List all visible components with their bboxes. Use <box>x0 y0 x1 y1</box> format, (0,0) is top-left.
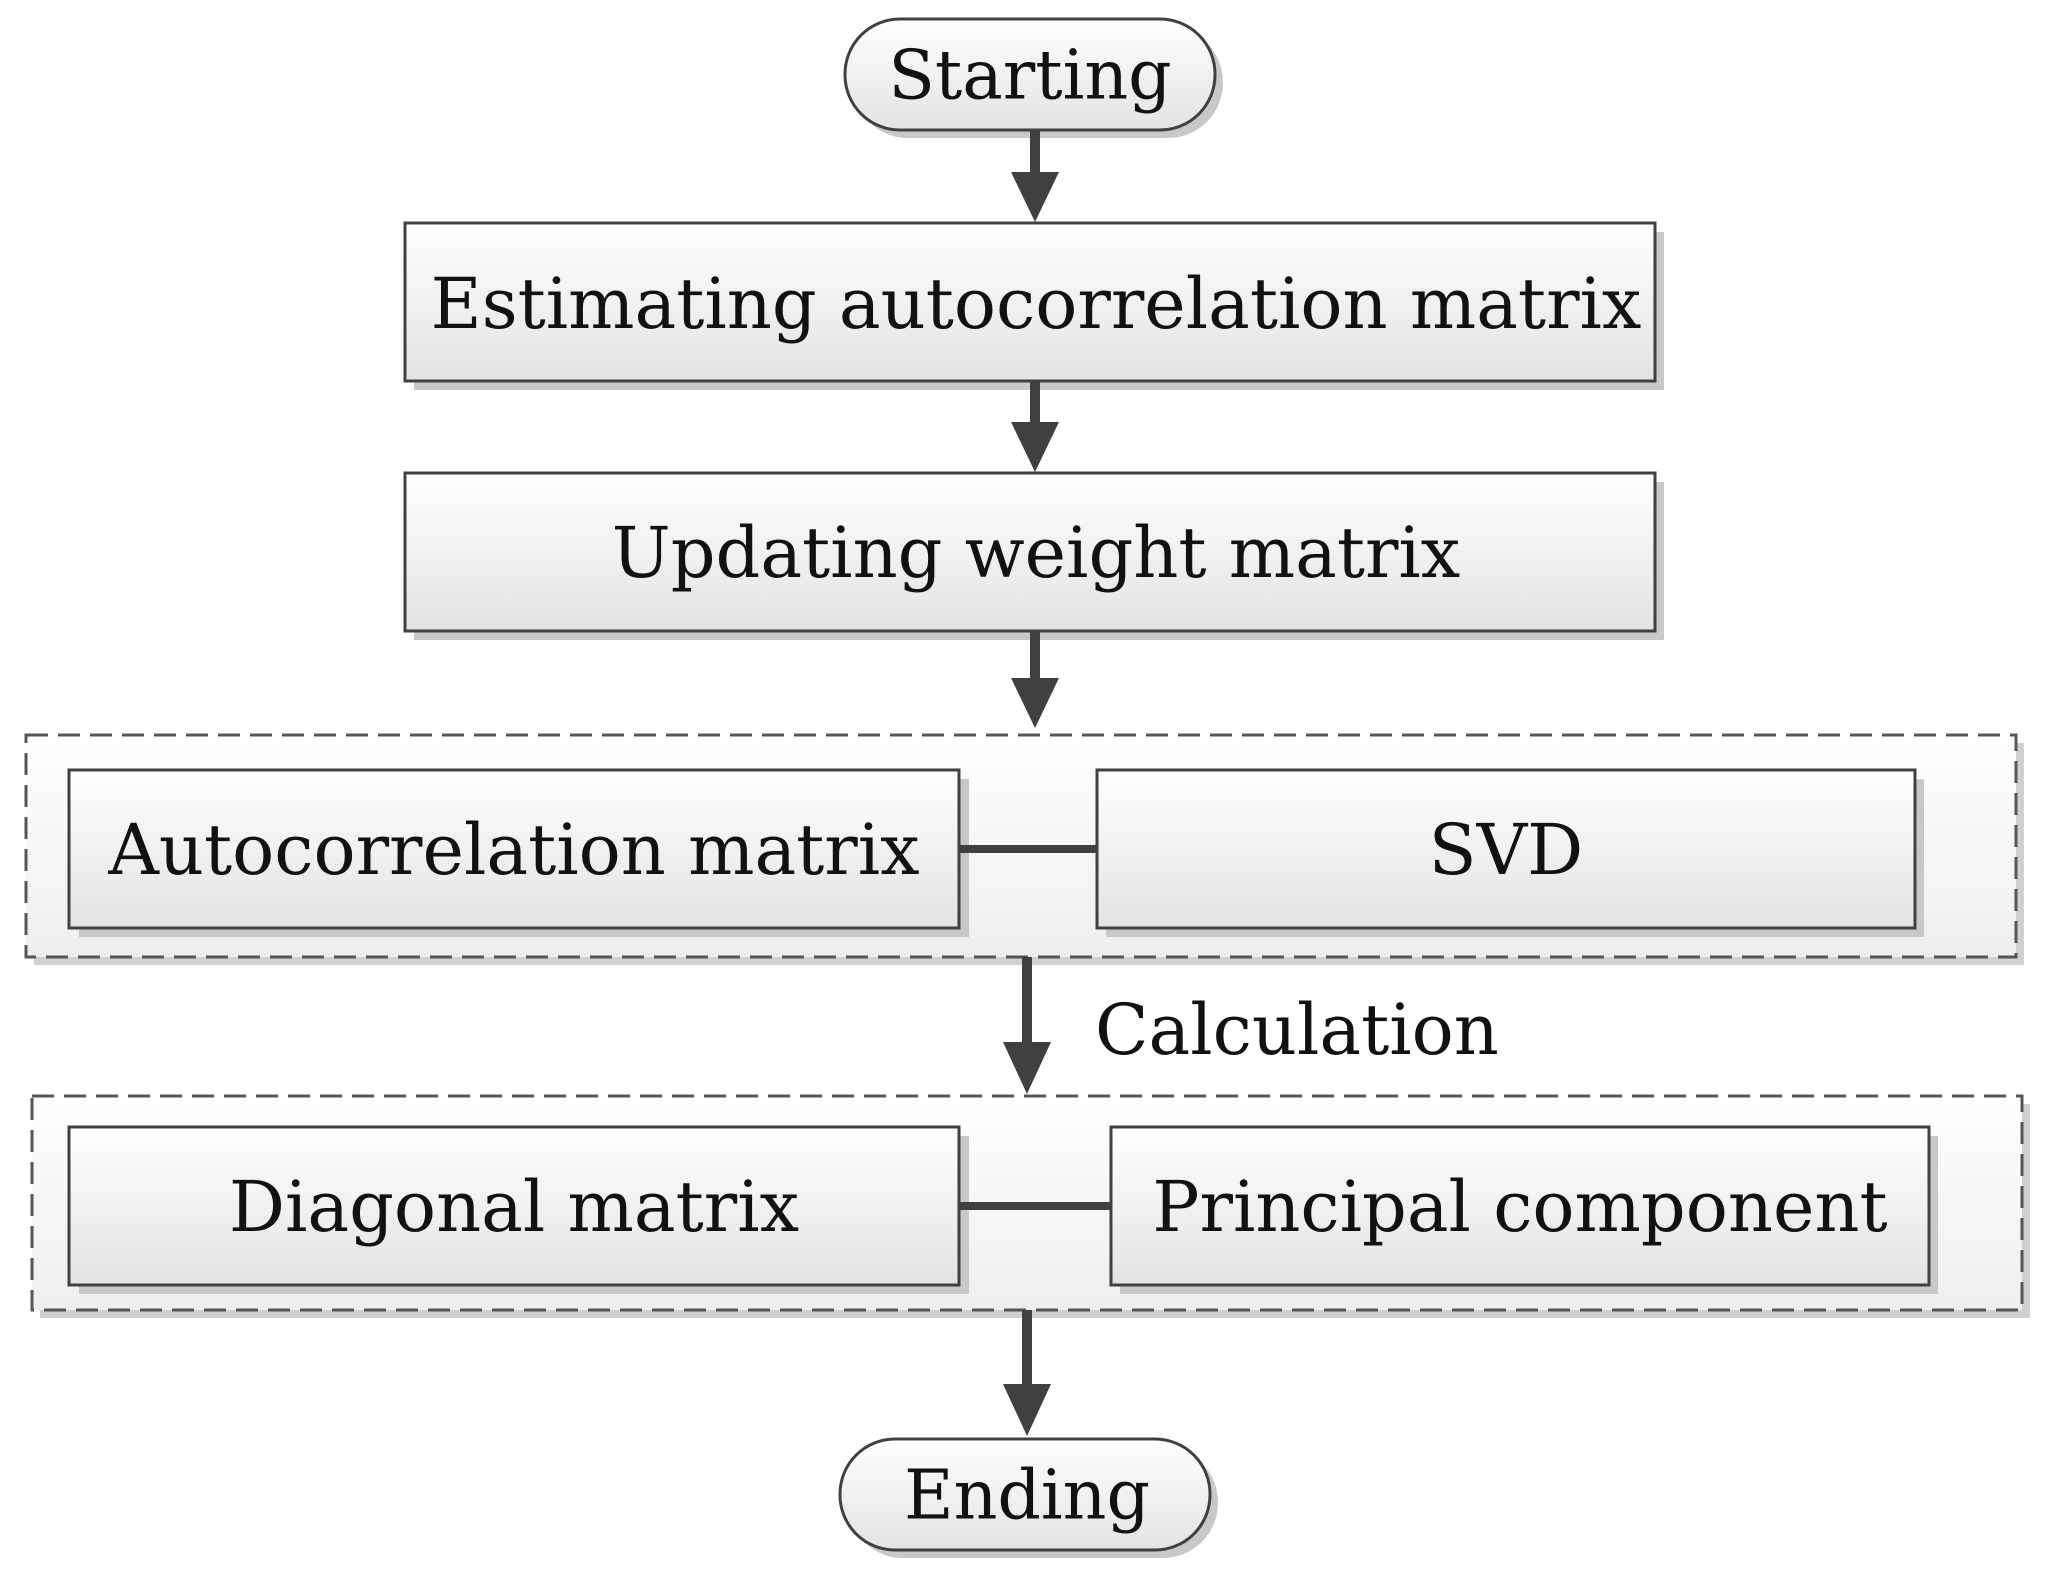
svd-label: SVD <box>1429 809 1584 891</box>
autocorrelation-svd-group: Autocorrelation matrix SVD <box>24 733 2024 965</box>
update-weight-label: Updating weight matrix <box>612 512 1461 594</box>
autocorrelation-matrix-label: Autocorrelation matrix <box>107 809 919 891</box>
arrow-start-to-estimate <box>1011 130 1059 222</box>
update-weight-step: Updating weight matrix <box>403 471 1664 640</box>
diagonal-matrix-label: Diagonal matrix <box>229 1166 799 1248</box>
diagonal-matrix-box: Diagonal matrix <box>67 1125 969 1294</box>
estimate-autocorrelation-step: Estimating autocorrelation matrix <box>403 221 1664 390</box>
calculation-label: Calculation <box>1095 989 1499 1071</box>
diagonal-principal-group: Diagonal matrix Principal component <box>30 1094 2030 1318</box>
estimate-autocorrelation-label: Estimating autocorrelation matrix <box>431 263 1642 345</box>
autocorrelation-matrix-box: Autocorrelation matrix <box>67 768 969 937</box>
principal-component-label: Principal component <box>1152 1166 1887 1248</box>
principal-component-box: Principal component <box>1109 1125 1938 1294</box>
arrow-estimate-to-update <box>1011 381 1059 472</box>
svd-box: SVD <box>1095 768 1924 937</box>
arrow-update-to-group <box>1011 631 1059 728</box>
start-node: Starting <box>843 17 1223 138</box>
end-node: Ending <box>838 1437 1218 1558</box>
end-label: Ending <box>904 1457 1150 1536</box>
arrow-group-to-end <box>1003 1310 1051 1436</box>
start-label: Starting <box>888 37 1171 116</box>
arrow-calculation <box>1003 957 1051 1094</box>
